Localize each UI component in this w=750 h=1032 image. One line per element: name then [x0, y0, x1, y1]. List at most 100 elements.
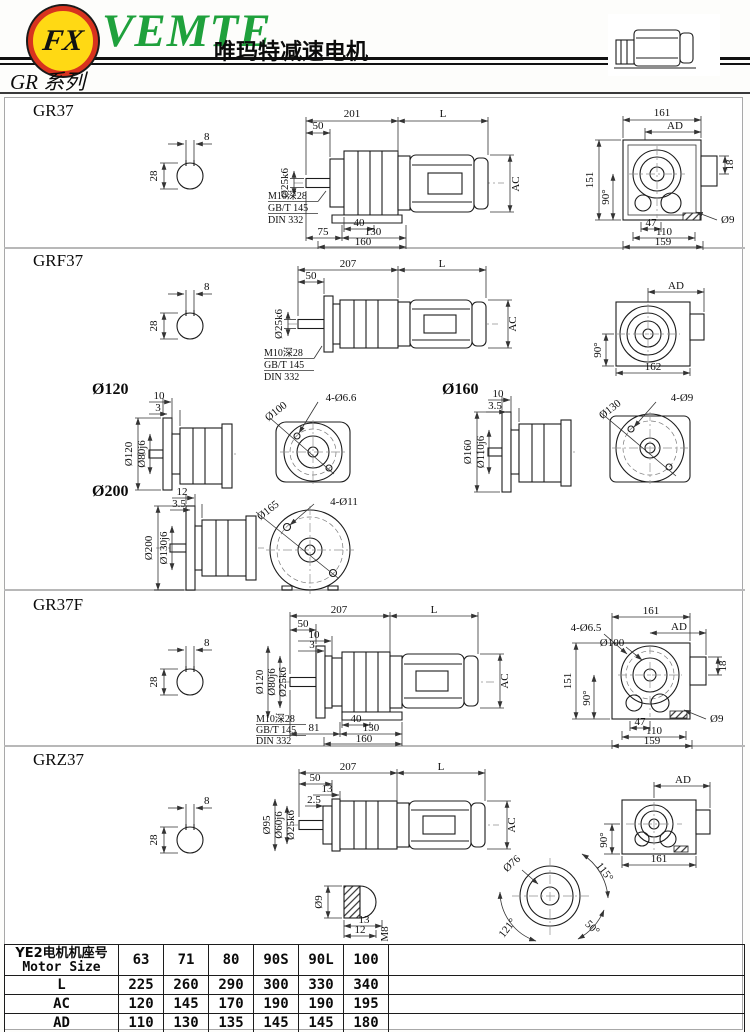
dim-label: GB/T 145 [256, 725, 296, 736]
dim-label: 4-Ø6.6 [326, 392, 357, 404]
dim-label: AC [507, 316, 519, 331]
gr37f-key-view: 8 28 [148, 637, 212, 696]
dim-label: 50 [298, 618, 310, 630]
dim-label: AD [667, 120, 683, 132]
cell: 225 [118, 975, 164, 995]
header-rule-thin [0, 63, 750, 65]
dim-label: 10 [154, 390, 166, 402]
dim-label: AD [671, 621, 687, 633]
dim-label: Ø130j6 [158, 531, 170, 565]
dim-label: 8 [204, 795, 210, 807]
gearmotor-icon [608, 14, 720, 76]
dim-label: Ø60j6 [273, 811, 285, 839]
grz37-side-view: 207 L 50 13 2.5 Ø95 Ø60j6 Ø25k6 AC [261, 761, 518, 852]
dim-label: Ø25k6 [285, 810, 297, 840]
flange-160-title: Ø160 [442, 381, 479, 398]
dim-label: 159 [644, 735, 661, 747]
dim-label: 161 [651, 853, 668, 865]
flange-200-front-view: 4-Ø11 Ø165 [255, 496, 358, 594]
dim-label: AC [510, 176, 522, 191]
filler-cell [388, 994, 745, 1014]
dim-label: Ø25k6 [277, 667, 289, 697]
col-header: 80 [208, 944, 254, 976]
cell: 135 [208, 1013, 254, 1032]
grz37-end-view: AD 90° 161 [598, 774, 711, 868]
row-label: AC [4, 994, 119, 1014]
dim-label: Ø9 [721, 214, 735, 226]
dim-label: 12 [177, 486, 188, 498]
dim-label: AD [668, 280, 684, 292]
dim-label: 159 [655, 236, 672, 248]
dim-label: AD [675, 774, 691, 786]
dim-label: 3 [155, 402, 161, 414]
filler-cell [388, 944, 745, 976]
dim-label: 3.5 [172, 498, 186, 510]
dim-label: Ø165 [255, 498, 282, 523]
dim-label: Ø200 [143, 535, 155, 560]
dim-label: 151 [584, 172, 596, 189]
dim-label: 110 [646, 725, 663, 737]
dim-label: 8 [204, 637, 210, 649]
dim-label: Ø120 [123, 441, 135, 466]
dimension-table: YE2电机机座号 Motor Size 63 71 80 90S 90L 100… [4, 944, 745, 1032]
cell: 110 [118, 1013, 164, 1032]
table-header-row: YE2电机机座号 Motor Size 63 71 80 90S 90L 100 [4, 944, 745, 976]
col-header: 90S [253, 944, 299, 976]
dim-label: 161 [654, 107, 671, 119]
grf37-side-view: 207 L 50 Ø25k6 AC M10深28 GB/T 145 DIN 33… [264, 258, 519, 383]
brand-subtitle: 唯玛特减速电机 [214, 39, 369, 64]
flange-160-front-view: 4-Ø9 Ø130 [597, 392, 694, 484]
dim-label: 4-Ø11 [330, 496, 358, 508]
dim-label: 3.5 [488, 400, 502, 412]
dim-label: Ø9 [313, 895, 325, 909]
cell: 170 [208, 994, 254, 1014]
dim-label: Ø25k6 [279, 168, 291, 198]
gr37-end-view: 161 AD 151 90° 18 47 110 159 Ø9 [584, 107, 736, 250]
col-header: 90L [298, 944, 344, 976]
dim-label: Ø9 [710, 713, 724, 725]
row-label: AD [4, 1013, 119, 1032]
flange-120-title: Ø120 [92, 381, 129, 398]
dim-label: DIN 332 [268, 215, 303, 226]
dim-label: 50 [306, 270, 318, 282]
dim-label: GB/T 145 [268, 203, 308, 214]
col-header: 100 [343, 944, 389, 976]
dim-label: 28 [148, 834, 160, 846]
dim-label: 4-Ø6.5 [571, 622, 602, 634]
dim-label: Ø110j6 [475, 435, 487, 468]
dim-label: 13 [322, 783, 334, 795]
grf37-end-view: AD 90° 162 [592, 280, 705, 376]
motor-size-header: YE2电机机座号 Motor Size [4, 944, 119, 976]
cell: 130 [163, 1013, 209, 1032]
flange-200-title: Ø200 [92, 483, 129, 500]
dim-label: 110 [656, 226, 673, 238]
dim-label: 28 [148, 676, 160, 688]
dim-label: L [431, 604, 438, 616]
dim-label: L [438, 761, 445, 773]
dim-label: Ø80j6 [266, 668, 278, 696]
flange-160-side-view: 10 3.5 Ø160 Ø110j6 [462, 388, 578, 493]
dim-label: Ø100 [600, 637, 625, 649]
dim-label: M10深28 [264, 347, 303, 359]
dim-label: 75 [318, 226, 330, 238]
flange-120-front-view: 4-Ø6.6 Ø100 [263, 392, 357, 484]
dim-label: Ø100 [263, 399, 290, 424]
dim-label: L [439, 258, 446, 270]
dim-label: 90° [598, 832, 610, 847]
dim-label: 10 [493, 388, 505, 400]
cell: 145 [163, 994, 209, 1014]
grz37-key-view: 8 28 [148, 795, 212, 854]
dim-label: 3 [309, 639, 315, 651]
cell: 330 [298, 975, 344, 995]
dim-label: 47 [635, 716, 647, 728]
motor-size-en: Motor Size [22, 959, 101, 975]
dim-label: Ø76 [501, 853, 523, 875]
dim-label: 47 [646, 217, 658, 229]
gr37f-title: GR37F [33, 595, 84, 614]
dim-label: 13 [359, 914, 371, 926]
flange-120-side-view: 10 3 Ø120 Ø80j6 [123, 390, 239, 491]
grz37-title: GRZ37 [33, 750, 84, 769]
cell: 290 [208, 975, 254, 995]
dim-label: 207 [340, 761, 357, 773]
